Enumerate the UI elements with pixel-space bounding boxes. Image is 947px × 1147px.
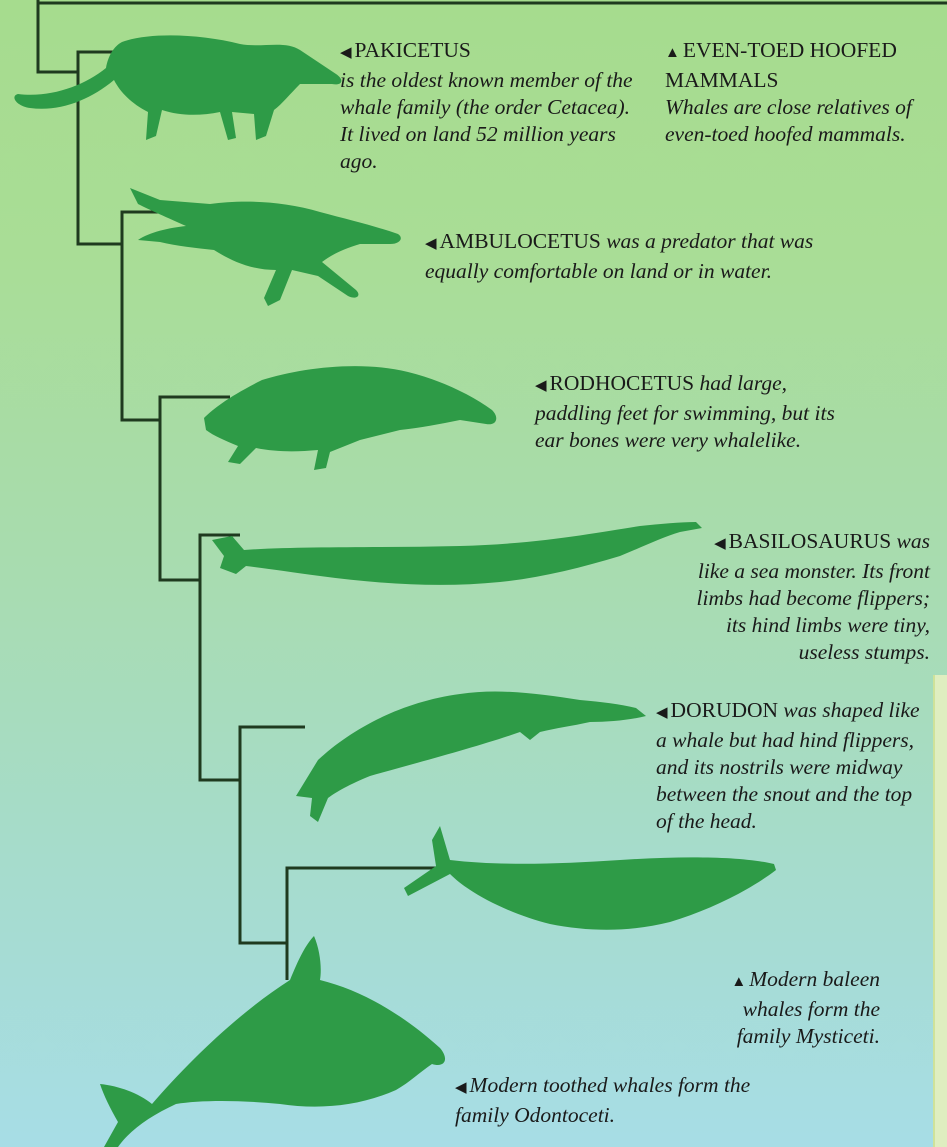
left-arrow-icon: ◀ <box>535 378 547 394</box>
toothed-whales-description: Modern toothed whales form the family Od… <box>455 1073 750 1127</box>
dorudon-silhouette <box>296 692 646 822</box>
dorudon-name: DORUDON <box>671 698 784 722</box>
basilosaurus-silhouette <box>212 522 702 585</box>
left-arrow-icon: ◀ <box>455 1080 467 1096</box>
basilosaurus-name: BASILOSAURUS <box>729 529 897 553</box>
main-stem-3 <box>160 420 200 580</box>
toothed-whale-silhouette <box>100 936 445 1147</box>
main-stem-2 <box>122 244 160 420</box>
left-arrow-icon: ◀ <box>425 236 437 252</box>
pakicetus-silhouette <box>14 35 341 140</box>
dorudon-branch <box>240 727 305 780</box>
hoofed-mammals-caption: ▲EVEN-TOED HOOFED MAMMALS Whales are clo… <box>665 37 947 148</box>
dorudon-caption: ◀DORUDON was shaped like a whale but had… <box>656 697 926 835</box>
toothed-whales-caption: ◀Modern toothed whales form the family O… <box>455 1072 755 1129</box>
rodhocetus-caption: ◀RODHOCETUS had large, paddling feet for… <box>535 370 865 454</box>
left-arrow-icon: ◀ <box>656 705 668 721</box>
left-arrow-icon: ◀ <box>714 536 726 552</box>
page-edge-strip <box>933 675 947 1147</box>
ambulocetus-name: AMBULOCETUS <box>440 229 607 253</box>
main-stem-4 <box>200 580 240 780</box>
pakicetus-caption: ◀PAKICETUS is the oldest known member of… <box>340 37 640 175</box>
main-stem-5 <box>240 780 287 943</box>
left-arrow-icon: ◀ <box>340 45 352 61</box>
ambulocetus-silhouette <box>130 188 401 306</box>
hoofed-mammals-description: Whales are close relatives of even-toed … <box>665 94 947 148</box>
pakicetus-description: is the oldest known member of the whale … <box>340 67 640 175</box>
ambulocetus-caption: ◀AMBULOCETUS was a predator that was equ… <box>425 228 845 285</box>
basilosaurus-caption: ◀BASILOSAURUS was like a sea monster. It… <box>680 528 930 666</box>
up-arrow-icon: ▲ <box>731 974 746 990</box>
pakicetus-name: PAKICETUS <box>355 38 471 62</box>
baleen-whales-description: Modern baleen whales form the family Mys… <box>737 967 880 1048</box>
rodhocetus-silhouette <box>204 366 496 470</box>
up-arrow-icon: ▲ <box>665 45 680 61</box>
rodhocetus-name: RODHOCETUS <box>550 371 700 395</box>
hoofed-mammals-name: EVEN-TOED HOOFED MAMMALS <box>665 38 897 92</box>
baleen-whales-caption: ▲Modern baleen whales form the family My… <box>690 966 880 1050</box>
baleen-whale-silhouette <box>404 826 776 930</box>
